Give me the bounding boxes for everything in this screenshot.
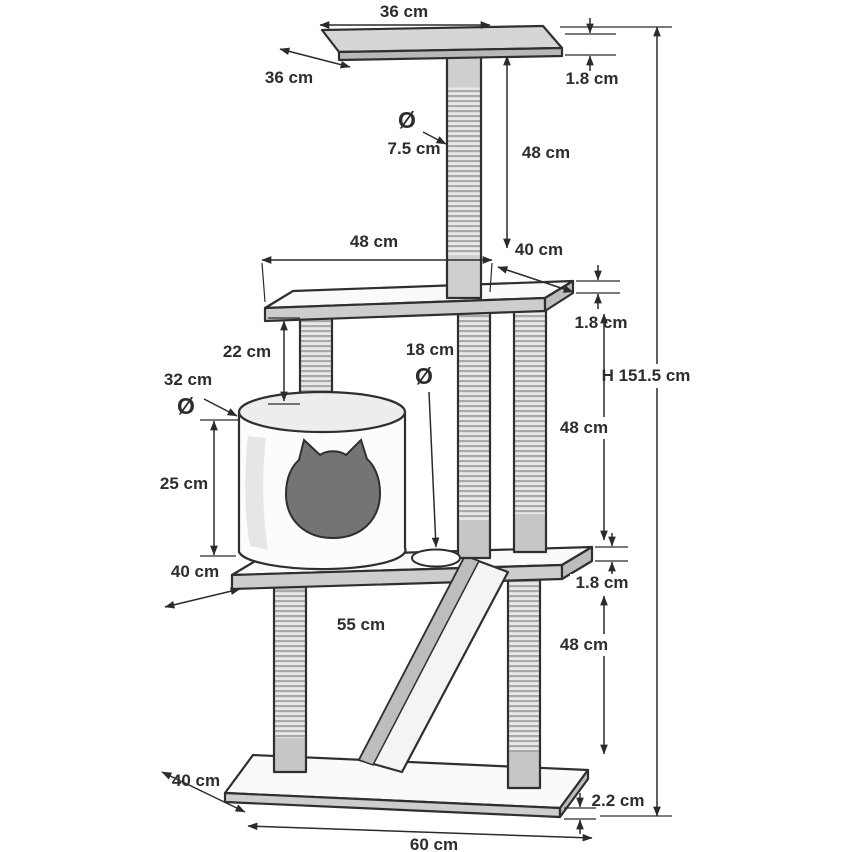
lower-right-post bbox=[506, 566, 542, 790]
top-platform-thickness-label: 1.8 cm bbox=[566, 69, 619, 88]
top-post-height-label: 48 cm bbox=[522, 143, 570, 162]
dim-upper-platform-width: 48 cm bbox=[261, 232, 493, 303]
lower-platform-right-edge bbox=[560, 545, 594, 581]
cylinder-house bbox=[237, 390, 407, 571]
hole-diameter-label: 18 cm bbox=[406, 340, 454, 359]
lower-platform-depth-label: 40 cm bbox=[171, 562, 219, 581]
lower-left-post bbox=[272, 576, 308, 774]
dim-base-thickness: 2.2 cm bbox=[564, 791, 644, 834]
dim-short-post-height: 22 cm bbox=[223, 317, 300, 405]
dim-total-height: H 151.5 cm bbox=[560, 26, 702, 817]
upper-platform-depth-label: 40 cm bbox=[515, 240, 563, 259]
cat-head-opening bbox=[284, 438, 382, 540]
dim-cylinder-height: 25 cm bbox=[160, 419, 240, 557]
top-platform bbox=[320, 24, 564, 62]
dimensions: 36 cm 36 cm 1.8 cm Ø 7.5 cm 48 cm 48 cm bbox=[160, 2, 702, 852]
middle-post-height-label: 48 cm bbox=[560, 418, 608, 437]
cylinder-top-face bbox=[237, 390, 407, 434]
dim-lower-post-height: 48 cm bbox=[551, 595, 617, 755]
dim-hole-diameter: 18 cm Ø bbox=[406, 340, 454, 548]
ramp-edge-stripe bbox=[357, 555, 481, 766]
short-post-height-label: 22 cm bbox=[223, 342, 271, 361]
base-width-label: 60 cm bbox=[410, 835, 458, 852]
diameter-symbol: Ø bbox=[415, 363, 433, 389]
upper-platform-width-label: 48 cm bbox=[350, 232, 398, 251]
top-post bbox=[445, 55, 483, 300]
upper-platform-thickness-label: 1.8 cm bbox=[575, 313, 628, 332]
dim-base-depth: 40 cm bbox=[161, 771, 246, 813]
dim-lower-platform-depth: 40 cm bbox=[164, 562, 241, 609]
top-post-diameter-label: 7.5 cm bbox=[388, 139, 441, 158]
total-height-label: H 151.5 cm bbox=[602, 366, 691, 385]
top-platform-width-label: 36 cm bbox=[380, 2, 428, 21]
ramp bbox=[357, 554, 510, 774]
platform-hole bbox=[411, 548, 461, 568]
lower-posts bbox=[272, 566, 542, 790]
lower-post-height-label: 48 cm bbox=[560, 635, 608, 654]
dim-base-width: 60 cm bbox=[247, 822, 593, 852]
cylinder-height-label: 25 cm bbox=[160, 474, 208, 493]
cylinder-shading bbox=[245, 436, 268, 550]
dim-upper-platform-thickness: 1.8 cm bbox=[575, 265, 628, 332]
dim-top-platform-width: 36 cm bbox=[319, 2, 491, 29]
top-platform-depth-label: 36 cm bbox=[265, 68, 313, 87]
middle-posts bbox=[456, 294, 548, 560]
base-right-edge bbox=[558, 768, 590, 819]
middle-right-post bbox=[512, 294, 548, 554]
diameter-symbol: Ø bbox=[177, 393, 195, 419]
dim-lower-platform-thickness: 1.8 cm bbox=[570, 533, 634, 592]
dim-top-post-diameter: Ø 7.5 cm bbox=[388, 107, 447, 158]
dim-top-post-height: 48 cm bbox=[503, 55, 570, 249]
base-depth-label: 40 cm bbox=[172, 771, 220, 790]
middle-post bbox=[456, 303, 492, 560]
diameter-symbol: Ø bbox=[398, 107, 416, 133]
ramp-length-label: 55 cm bbox=[337, 615, 385, 634]
cylinder-diameter-label: 32 cm bbox=[164, 370, 212, 389]
base-thickness-label: 2.2 cm bbox=[592, 791, 645, 810]
dim-cylinder-diameter: 32 cm Ø bbox=[164, 370, 238, 419]
dim-middle-post-height: 48 cm bbox=[551, 313, 617, 541]
dim-upper-platform-depth: 40 cm bbox=[497, 240, 574, 293]
dim-top-platform-thickness: 1.8 cm bbox=[565, 18, 618, 88]
dim-top-platform-depth: 36 cm bbox=[265, 47, 351, 87]
dim-ramp-length: 55 cm bbox=[337, 615, 385, 634]
lower-platform-thickness-label: 1.8 cm bbox=[576, 573, 629, 592]
